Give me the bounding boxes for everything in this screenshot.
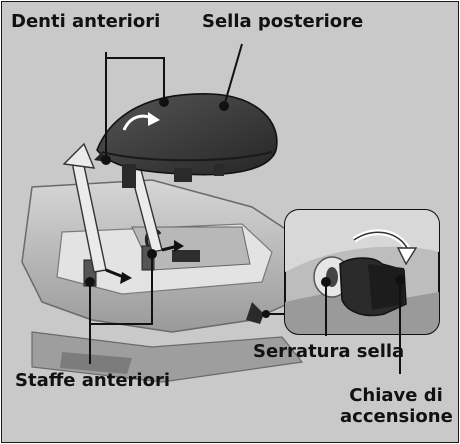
ignition-key-label-line1: Chiave di (340, 385, 452, 406)
seat-lock-label: Serratura sella (253, 341, 404, 362)
ignition-key-label: Chiave di accensione (340, 385, 452, 427)
rear-seat-label: Sella posteriore (202, 11, 363, 32)
rear-seat (94, 94, 277, 188)
front-brackets-label: Staffe anteriori (15, 370, 170, 391)
seat-lock-inset (285, 210, 439, 334)
front-teeth-label: Denti anteriori (11, 11, 160, 32)
ignition-key-label-line2: accensione (340, 406, 452, 427)
